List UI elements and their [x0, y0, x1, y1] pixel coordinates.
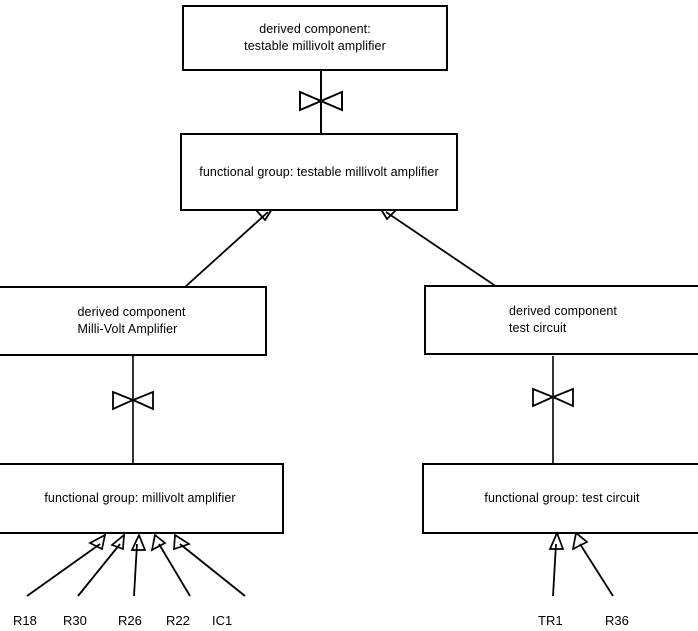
node-fg-millivolt-amplifier[interactable]: functional group: millivolt amplifier	[0, 463, 284, 534]
arrowhead-r36	[571, 531, 589, 551]
arrowhead-ic1	[173, 533, 191, 551]
link-tc-to-fg-testable	[385, 211, 498, 288]
bowtie-connector-top	[299, 90, 343, 112]
node-label-derived-milli-volt-amplifier: derived component Milli-Volt Amplifier	[77, 305, 186, 336]
node-label-derived-test-circuit: derived component test circuit	[508, 304, 618, 335]
arrowhead-tr1	[548, 530, 565, 550]
bowtie-connector-left	[112, 390, 154, 411]
arrowhead-r18	[88, 533, 107, 551]
link-mv-to-fg-testable	[184, 211, 269, 288]
arrowhead-r26	[130, 532, 147, 551]
link-r36-to-fg-tc	[579, 543, 614, 597]
link-r18-to-fg-mv	[26, 543, 101, 597]
link-tr1-to-fg-tc	[552, 543, 557, 597]
link-ic1-to-fg-mv	[179, 543, 246, 597]
part-arrows-left-group	[26, 543, 246, 597]
bowtie-connector-right	[532, 387, 574, 408]
part-label-r22: R22	[166, 613, 190, 628]
node-fg-testable-millivolt-amplifier[interactable]: functional group: testable millivolt amp…	[180, 133, 458, 211]
node-derived-test-circuit[interactable]: derived component test circuit	[424, 285, 698, 355]
node-derived-milli-volt-amplifier[interactable]: derived component Milli-Volt Amplifier	[0, 286, 267, 356]
part-arrows-right-group	[552, 543, 614, 597]
node-derived-testable-millivolt-amplifier[interactable]: derived component: testable millivolt am…	[182, 5, 448, 71]
link-r26-to-fg-mv	[133, 543, 138, 597]
part-arrowheads-left-group	[88, 532, 191, 552]
part-label-r36: R36	[605, 613, 629, 628]
part-label-r26: R26	[118, 613, 142, 628]
part-label-r18: R18	[13, 613, 37, 628]
node-label-derived-testable-millivolt-amplifier: derived component: testable millivolt am…	[244, 22, 386, 53]
part-label-r30: R30	[63, 613, 87, 628]
arrowhead-r22	[150, 533, 167, 552]
node-label-fg-test-circuit: functional group: test circuit	[484, 491, 640, 506]
part-arrowheads-right-group	[548, 530, 589, 551]
link-r30-to-fg-mv	[77, 543, 121, 597]
node-label-fg-millivolt-amplifier: functional group: millivolt amplifier	[44, 491, 236, 506]
part-label-ic1: IC1	[212, 613, 233, 628]
link-r22-to-fg-mv	[158, 543, 191, 597]
arrowhead-r30	[110, 533, 125, 551]
part-label-tr1: TR1	[538, 613, 563, 628]
node-label-fg-testable-millivolt-amplifier: functional group: testable millivolt amp…	[199, 164, 439, 179]
node-fg-test-circuit[interactable]: functional group: test circuit	[422, 463, 698, 534]
